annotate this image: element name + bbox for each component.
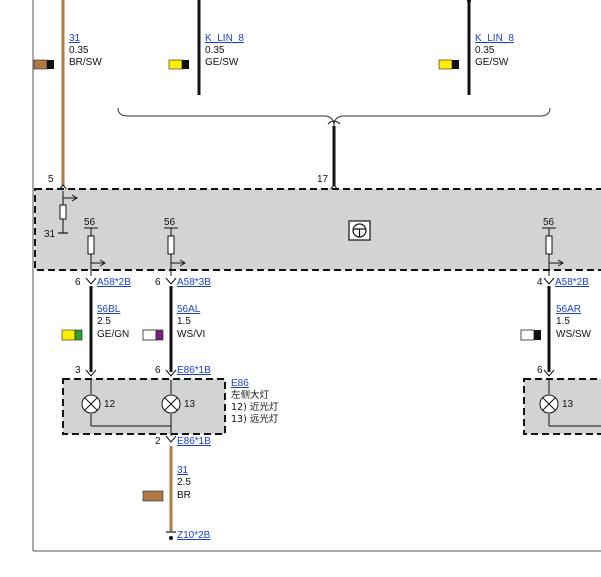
module-pin-17: 17 — [317, 174, 329, 185]
connector-e86-1b-top-label[interactable]: E86*1B — [177, 365, 211, 376]
wire-color-swatch-ge-gn — [61, 329, 83, 341]
connector-a58-2b-right-label[interactable]: A58*2B — [555, 277, 589, 288]
headlamp-right[interactable] — [523, 378, 601, 435]
wire-klin-right-color: GE/SW — [475, 57, 509, 68]
bulb-low-beam-icon — [81, 394, 101, 414]
wire-color-swatch-ws-vi — [142, 329, 164, 341]
bundle-tick — [327, 120, 341, 125]
pin-chevron-a58-2b-right — [543, 277, 555, 285]
connector-a58-2b-left-pin: 6 — [75, 277, 81, 288]
wire-56ar-size: 1.5 — [556, 316, 570, 327]
pin-chevron-e86-left — [85, 369, 97, 377]
wire-klin-right-number[interactable]: K_LIN_8 — [475, 33, 514, 44]
connector-e86-1b-left-pin: 3 — [75, 365, 81, 376]
module-ground-path — [58, 191, 78, 234]
wire-klin-right-size: 0.35 — [475, 45, 495, 56]
control-module[interactable] — [34, 188, 601, 271]
lamp-right-internal-wiring — [548, 380, 601, 427]
bundle-brace — [117, 107, 551, 127]
switch-56-c-label: 56 — [543, 217, 555, 228]
lamp-line-2: 13) 远光灯 — [231, 413, 279, 425]
wire-color-swatch-ge-sw-right — [438, 59, 459, 70]
module-pin-31: 5 — [48, 174, 54, 185]
lamp-id[interactable]: E86 — [231, 378, 249, 389]
wire-klin-left-number[interactable]: K_LIN_8 — [205, 33, 244, 44]
lamp-name: 左侧大灯 — [231, 389, 270, 401]
wire-color-swatch-ge-sw-left — [168, 59, 189, 70]
wire-56al-color: WS/VI — [177, 329, 205, 340]
pin-chevron-a58-2b-left — [85, 277, 97, 285]
bulb-low-beam-pin: 12 — [104, 399, 116, 410]
wire-56bl-number[interactable]: 56BL — [97, 304, 121, 315]
connector-e86-1b-bottom-pin: 2 — [155, 436, 161, 447]
lamp-internal-wiring — [90, 380, 172, 436]
wire-56al-size: 1.5 — [177, 316, 191, 327]
wire-56ar-number[interactable]: 56AR — [556, 304, 581, 315]
wire-56bl-color: GE/GN — [97, 329, 129, 340]
switch-56-a — [84, 227, 106, 276]
wire-color-swatch-br — [142, 490, 164, 502]
connector-a58-3b-pin: 6 — [155, 277, 161, 288]
wire-color-swatch-br-sw — [33, 59, 54, 70]
wire-56al-number[interactable]: 56AL — [177, 304, 201, 315]
wire-31-top-number[interactable]: 31 — [69, 33, 81, 44]
wire-klin-left-color: GE/SW — [205, 57, 239, 68]
switch-56-a-label: 56 — [84, 217, 96, 228]
wire-31-bottom-size: 2.5 — [177, 477, 191, 488]
switch-56-b-label: 56 — [164, 217, 176, 228]
connector-a58-3b-label[interactable]: A58*3B — [177, 277, 211, 288]
lamp-line-1: 12) 近光灯 — [231, 401, 279, 413]
bulb-right-pin: 13 — [562, 399, 574, 410]
wire-color-swatch-ws-sw — [520, 329, 541, 341]
connector-z10-2b-label[interactable]: Z10*2B — [177, 530, 211, 541]
wire-56ar-color: WS/SW — [556, 329, 592, 340]
connector-a58-2b-right-pin: 4 — [537, 277, 543, 288]
pin-chevron-e86-top — [165, 369, 177, 377]
pin-chevron-e86-right — [543, 369, 555, 377]
pin-chevron-a58-3b — [165, 277, 177, 285]
bulb-high-beam-pin: 13 — [184, 399, 196, 410]
wire-klin-right-end — [467, 0, 471, 3]
wire-56bl-size: 2.5 — [97, 316, 111, 327]
connector-e86-1b-right-pin: 6 — [537, 365, 543, 376]
wire-31-top-color: BR/SW — [69, 57, 102, 68]
switch-56-b — [164, 227, 186, 276]
module-ground-label: 31 — [44, 229, 56, 240]
wire-31-top-size: 0.35 — [69, 45, 89, 56]
wire-31-bottom-color: BR — [177, 490, 191, 501]
connector-a58-2b-left-label[interactable]: A58*2B — [97, 277, 131, 288]
wire-31-bottom-number[interactable]: 31 — [177, 465, 189, 476]
steering-wheel-icon — [348, 220, 371, 241]
switch-56-c — [542, 227, 564, 276]
bulb-high-beam-icon — [161, 394, 181, 414]
connector-e86-1b-bottom-label[interactable]: E86*1B — [177, 436, 211, 447]
bulb-right-high-beam-icon — [539, 394, 559, 414]
wire-klin-left-size: 0.35 — [205, 45, 225, 56]
connector-e86-1b-top-pin: 6 — [155, 365, 161, 376]
pin-chevron-e86-bottom — [165, 435, 177, 443]
ground-terminal-icon — [166, 531, 176, 540]
